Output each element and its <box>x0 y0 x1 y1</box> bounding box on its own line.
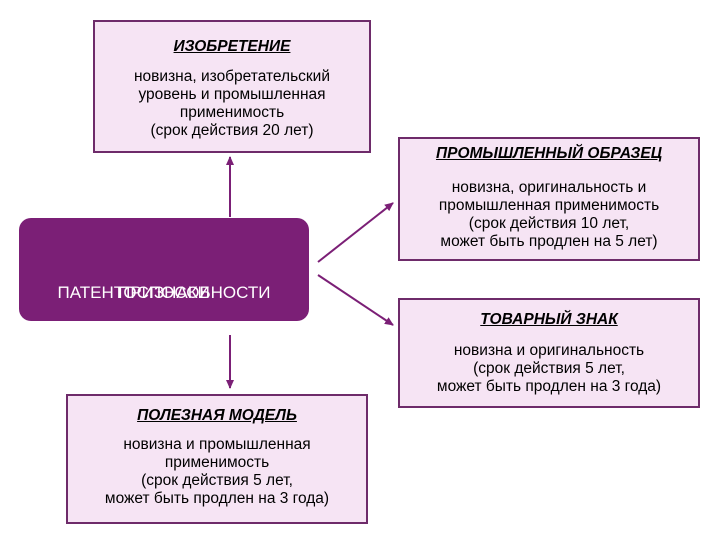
utility-model-line: новизна и промышленная <box>123 436 311 453</box>
invention-line: новизна, изобретательский <box>134 68 330 85</box>
trademark-line: может быть продлен на 3 года) <box>436 378 662 395</box>
industrial-design-line: (срок действия 10 лет, <box>468 215 630 232</box>
utility-model-description: новизна и промышленная применимость (сро… <box>68 436 366 508</box>
patentability-criteria-box: ПРИЗНАКИ ПАТЕНТОСПОСОБНОСТИ <box>19 218 309 321</box>
utility-model-box: ПОЛЕЗНАЯ МОДЕЛЬ новизна и промышленная п… <box>66 394 368 524</box>
arrow-to-trademark <box>317 274 394 326</box>
industrial-design-description: новизна, оригинальность и промышленная п… <box>400 179 698 251</box>
invention-line: (срок действия 20 лет) <box>150 122 314 139</box>
trademark-title: ТОВАРНЫЙ ЗНАК <box>480 311 618 328</box>
industrial-design-line: новизна, оригинальность и <box>451 179 647 196</box>
invention-title: ИЗОБРЕТЕНИЕ <box>173 38 291 55</box>
invention-box: ИЗОБРЕТЕНИЕ новизна, изобретательский ур… <box>93 20 371 153</box>
trademark-description: новизна и оригинальность (срок действия … <box>400 342 698 396</box>
invention-description: новизна, изобретательский уровень и пром… <box>95 68 369 140</box>
utility-model-title: ПОЛЕЗНАЯ МОДЕЛЬ <box>137 407 297 424</box>
utility-model-line: применимость <box>164 454 270 471</box>
invention-line: применимость <box>179 104 285 121</box>
industrial-design-box: ПРОМЫШЛЕННЫЙ ОБРАЗЕЦ новизна, оригинальн… <box>398 137 700 261</box>
utility-model-line: может быть продлен на 3 года) <box>104 490 330 507</box>
trademark-line: (срок действия 5 лет, <box>473 360 625 377</box>
invention-line: уровень и промышленная <box>138 86 326 103</box>
industrial-design-title: ПРОМЫШЛЕННЫЙ ОБРАЗЕЦ <box>435 145 663 162</box>
center-line: ПРИЗНАКИ <box>118 283 210 302</box>
trademark-line: новизна и оригинальность <box>453 342 645 359</box>
arrow-to-industrial-design <box>317 202 394 263</box>
industrial-design-line: может быть продлен на 5 лет) <box>440 233 658 250</box>
utility-model-line: (срок действия 5 лет, <box>141 472 293 489</box>
industrial-design-line: промышленная применимость <box>438 197 660 214</box>
center-line: ПАТЕНТОСПОСОБНОСТИ <box>57 283 271 302</box>
trademark-box: ТОВАРНЫЙ ЗНАК новизна и оригинальность (… <box>398 298 700 408</box>
